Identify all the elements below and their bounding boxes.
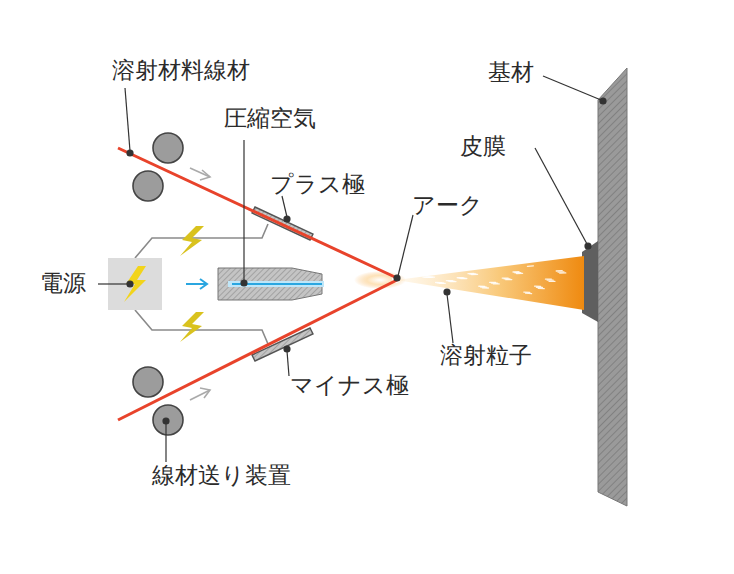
spray-plume xyxy=(396,256,584,310)
air-arrow xyxy=(200,279,207,289)
power-wire xyxy=(135,224,268,258)
spray-wire xyxy=(118,280,397,420)
air-channel xyxy=(228,281,324,287)
part-label: 皮膜 xyxy=(460,134,506,159)
part-label: アーク xyxy=(412,193,483,218)
part-label: 電源 xyxy=(40,271,86,296)
feed-rollers xyxy=(133,133,183,435)
part-label: プラス極 xyxy=(270,172,365,197)
leader-lines xyxy=(98,76,606,462)
spray-particles xyxy=(423,266,566,294)
spray-wire xyxy=(118,148,397,278)
part-label: 基材 xyxy=(488,60,534,85)
substrate xyxy=(598,68,627,506)
minus-electrode xyxy=(252,328,313,361)
air-nozzle xyxy=(218,268,322,300)
part-label: 圧縮空気 xyxy=(224,106,316,131)
lightning-symbol xyxy=(180,226,204,256)
lightning-symbol xyxy=(124,266,146,302)
part-label: 線材送り装置 xyxy=(152,463,291,488)
part-label: 溶射粒子 xyxy=(440,343,532,368)
lightning-symbol xyxy=(180,312,204,342)
coating xyxy=(582,241,598,322)
air-arrow xyxy=(186,283,206,285)
part-label: 溶射材料線材 xyxy=(112,58,250,83)
power-wire xyxy=(135,310,268,344)
part-label: マイナス極 xyxy=(290,373,409,398)
